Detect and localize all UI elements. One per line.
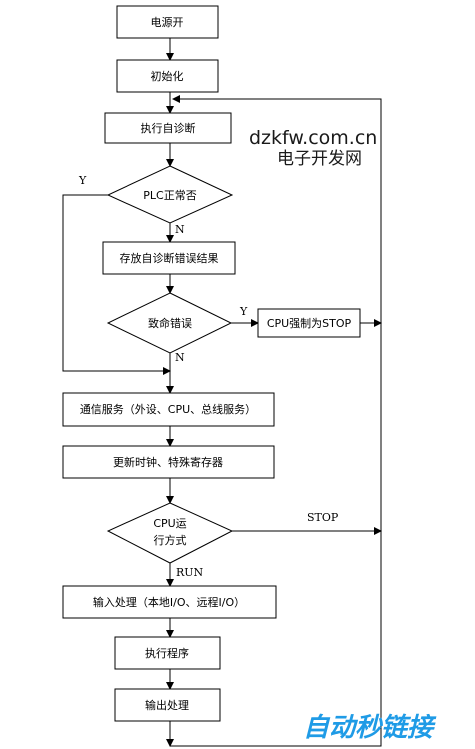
node-input-process <box>62 585 277 619</box>
node-save-diag <box>102 241 236 275</box>
watermark-name: 电子开发网 <box>277 149 362 169</box>
node-initialize <box>116 59 219 93</box>
node-fatal-error <box>106 292 233 354</box>
node-run-program <box>114 636 221 670</box>
label-cpu-mode-line2: 行方式 <box>154 533 187 547</box>
label-self-diagnose: 执行自诊断 <box>141 121 196 135</box>
node-plc-normal <box>106 165 234 224</box>
edge-label-fatal-no: N <box>175 351 185 364</box>
label-save-diag: 存放自诊断错误结果 <box>120 251 219 265</box>
edge-loop-back <box>170 95 382 747</box>
label-comm-service: 通信服务（外设、CPU、总线服务） <box>80 402 256 416</box>
node-update-clock <box>62 445 275 479</box>
brand-logo: 自动秒链接 <box>303 713 437 743</box>
watermark-site: dzkfw.com.cn <box>249 127 377 149</box>
label-output-process: 输出处理 <box>145 698 189 712</box>
label-cpu-force-stop: CPU强制为STOP <box>267 317 352 330</box>
label-initialize: 初始化 <box>151 69 184 83</box>
node-cpu-mode <box>106 502 234 564</box>
label-cpu-mode-line1: CPU运 <box>153 517 186 530</box>
label-update-clock: 更新时钟、特殊寄存器 <box>113 455 223 469</box>
node-comm-service <box>62 392 275 427</box>
label-plc-normal: PLC正常否 <box>143 189 196 202</box>
edge-label-plc-no: N <box>175 223 185 236</box>
node-power-on <box>116 5 219 39</box>
label-fatal-error: 致命错误 <box>148 316 192 330</box>
edge-label-plc-yes: Y <box>78 174 87 187</box>
edge-label-mode-stop: STOP <box>307 511 339 524</box>
node-self-diagnose <box>104 112 232 144</box>
node-output-process <box>114 688 221 722</box>
edge-label-fatal-yes: Y <box>239 305 248 318</box>
label-run-program: 执行程序 <box>145 646 189 660</box>
edge-plc-yes-loop <box>62 194 171 375</box>
label-input-process: 输入处理（本地I/O、远程I/O） <box>93 595 245 609</box>
edge-label-mode-run: RUN <box>176 566 204 579</box>
label-power-on: 电源开 <box>151 15 184 29</box>
node-cpu-force-stop <box>257 308 361 338</box>
